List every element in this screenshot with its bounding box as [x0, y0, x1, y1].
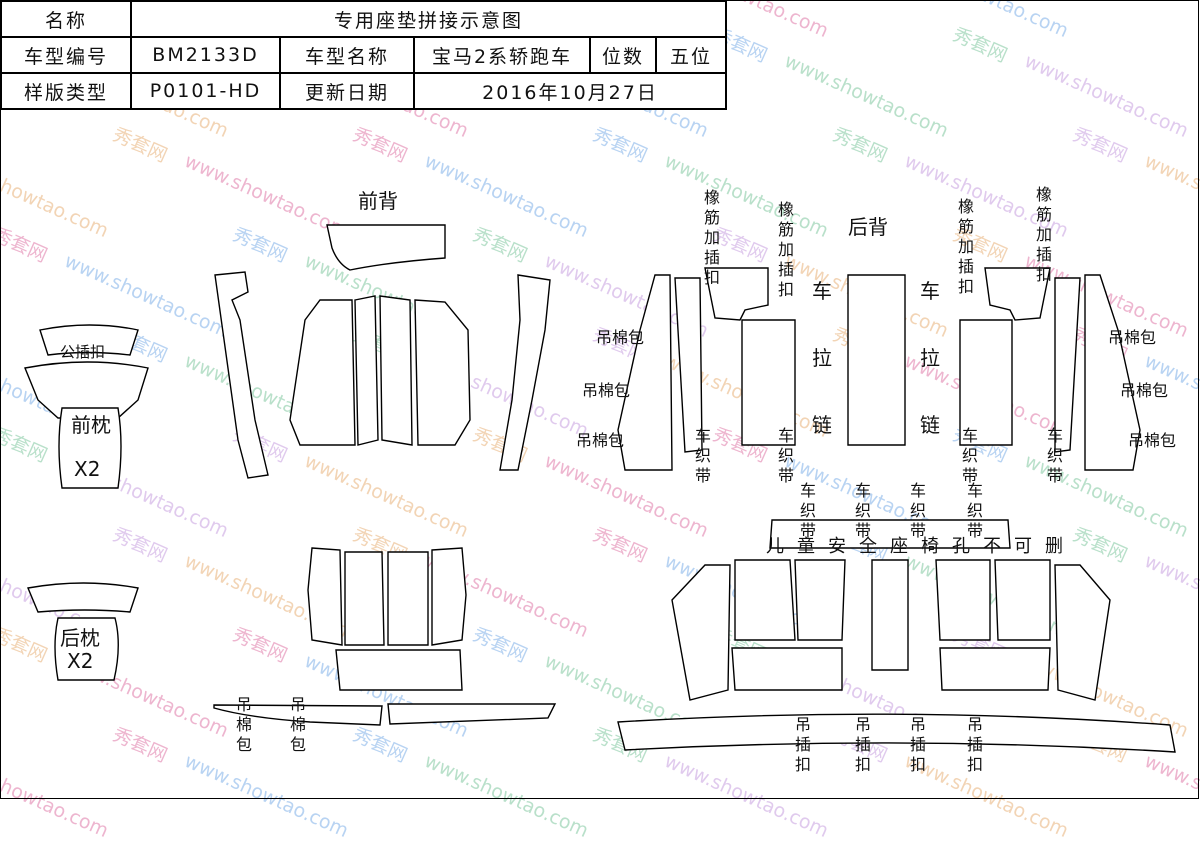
- hang-pad-label-right-3: 吊棉包: [1128, 431, 1176, 450]
- rear-cushion-group: 吊插扣 吊插扣 吊插扣 吊插扣: [617, 559, 1176, 774]
- rear-back-far-left-piece: [617, 274, 673, 471]
- front-pillow-label: 前枕: [71, 413, 111, 437]
- seats-value: 五位: [655, 36, 727, 74]
- car-strap-label-3: 车织带: [962, 426, 978, 485]
- rear-pillow-body-piece: [54, 617, 119, 681]
- rear-cushion-right-piece: [994, 559, 1051, 641]
- vertical-labels: 橡筋加插扣橡筋加插扣橡筋加插扣橡筋加插扣车织带车织带车织带车织带车织带车织带车织…: [576, 185, 1176, 540]
- car-strap-label-1: 车织带: [695, 426, 711, 485]
- hang-pad-label-right-1: 吊棉包: [1108, 328, 1156, 347]
- rear-back-right-mid-piece: [959, 319, 1013, 446]
- rear-back-right-clip-piece: [984, 267, 1051, 321]
- zipper-label-right: 车拉链: [920, 279, 940, 437]
- rear-pillow-group: 后枕 X2: [27, 582, 139, 681]
- front-pillow-main-piece: [24, 361, 149, 419]
- child-seat-hole-label: 儿童安全座椅孔不可删: [766, 536, 1076, 557]
- front-back-label: 前背: [358, 189, 398, 213]
- front-cushion-front-piece: [335, 649, 463, 691]
- hang-clip-label-3: 吊插扣: [910, 715, 926, 774]
- rear-cushion-left-piece: [734, 559, 796, 641]
- date-label: 更新日期: [279, 72, 415, 110]
- rear-back-left-mid-piece: [741, 319, 796, 446]
- front-cushion-left-piece: [307, 547, 343, 646]
- hang-pad-label-left-2: 吊棉包: [582, 381, 630, 400]
- model-label: 车型名称: [279, 36, 415, 74]
- front-back-group: 前背: [214, 189, 551, 479]
- rear-cushion-left-center-piece: [794, 559, 846, 641]
- rear-back-left-strap-piece: [674, 277, 703, 453]
- type-label: 样版类型: [0, 72, 132, 110]
- front-cushion-center-left-piece: [344, 551, 385, 646]
- child-seat-band-piece: [769, 519, 1011, 549]
- model-value: 宝马2系轿跑车: [413, 36, 591, 74]
- rear-cushion-front-left-piece: [731, 647, 843, 691]
- front-cushion-right-piece: [431, 547, 467, 646]
- rear-cushion-strip-piece: [617, 713, 1176, 753]
- car-strap-label-6: 车织带: [855, 481, 871, 540]
- car-strap-label-5: 车织带: [800, 481, 816, 540]
- hang-pad-label-fl: 吊棉包: [236, 695, 252, 754]
- front-pillow-body-piece: [58, 407, 122, 489]
- front-cushion-group: 吊棉包 吊棉包: [213, 547, 557, 754]
- hang-clip-label-1: 吊插扣: [795, 715, 811, 774]
- hang-clip-label-4: 吊插扣: [967, 715, 983, 774]
- seat-pattern-drawing: 前背 公插扣 前枕 X2 后枕 X2 吊棉包 吊棉包: [24, 185, 1176, 774]
- hang-pad-label-left-1: 吊棉包: [596, 328, 644, 347]
- rear-pillow-label: 后枕: [60, 626, 100, 650]
- rear-back-label: 后背: [848, 215, 888, 239]
- rear-back-center-piece: [847, 274, 906, 446]
- rear-back-far-right-piece: [1084, 274, 1141, 471]
- hang-pad-label-fr: 吊棉包: [290, 695, 306, 754]
- code-value: BM2133D: [130, 36, 281, 74]
- front-back-center-left-piece: [354, 295, 379, 446]
- car-strap-label-4: 车织带: [1047, 426, 1063, 485]
- front-back-right-upper-piece: [414, 299, 471, 446]
- page-frame: [0, 0, 1199, 799]
- rear-pillow-top-piece: [27, 582, 139, 613]
- zipper-label-left: 车拉链: [812, 279, 832, 437]
- code-label: 车型编号: [0, 36, 132, 74]
- name-value: 专用座垫拼接示意图: [130, 0, 727, 38]
- rear-back-left-clip-piece: [704, 267, 769, 321]
- front-pillow-qty-label: X2: [74, 457, 100, 481]
- rear-cushion-far-right-piece: [1054, 564, 1111, 701]
- car-strap-label-2: 车织带: [778, 426, 794, 485]
- front-cushion-strip-right-piece: [387, 703, 557, 725]
- rubber-clip-label-2: 橡筋加插扣: [778, 200, 794, 299]
- rear-back-right-strap-piece: [1054, 277, 1081, 453]
- rear-pillow-qty-label: X2: [67, 649, 93, 673]
- front-back-center-right-piece: [379, 295, 413, 446]
- date-value: 2016年10月27日: [413, 72, 727, 110]
- seats-label: 位数: [589, 36, 657, 74]
- front-back-left-upper-piece: [289, 299, 356, 446]
- front-back-right-side-piece: [499, 274, 551, 471]
- hang-clip-label-2: 吊插扣: [855, 715, 871, 774]
- rubber-clip-label-1: 橡筋加插扣: [704, 188, 720, 287]
- hang-pad-label-left-3: 吊棉包: [576, 431, 624, 450]
- rear-cushion-far-left-piece: [671, 564, 731, 701]
- front-pillow-tab-label: 公插扣: [60, 343, 105, 361]
- rear-cushion-right-center-piece: [935, 559, 991, 641]
- rear-cushion-front-right-piece: [939, 647, 1051, 691]
- front-pillow-tab-piece: [39, 324, 139, 356]
- hang-pad-label-right-2: 吊棉包: [1120, 381, 1168, 400]
- front-back-left-side-piece: [214, 271, 269, 479]
- spec-table: 名称 专用座垫拼接示意图 车型编号 BM2133D 车型名称 宝马2系轿跑车 位…: [0, 0, 727, 110]
- rubber-clip-label-4: 橡筋加插扣: [1036, 185, 1052, 284]
- front-pillow-group: 公插扣 前枕 X2: [24, 324, 149, 489]
- car-strap-label-8: 车织带: [967, 481, 983, 540]
- front-headrest-top-piece: [326, 224, 446, 271]
- name-label: 名称: [0, 0, 132, 38]
- front-cushion-strip-left-piece: [213, 704, 383, 726]
- front-cushion-center-right-piece: [387, 551, 429, 646]
- rear-back-group: 后背 儿童安全座椅孔不可删: [617, 215, 1141, 557]
- rubber-clip-label-3: 橡筋加插扣: [958, 197, 974, 296]
- type-value: P0101-HD: [130, 72, 281, 110]
- rear-cushion-center-piece: [871, 559, 909, 671]
- car-strap-label-7: 车织带: [910, 481, 926, 540]
